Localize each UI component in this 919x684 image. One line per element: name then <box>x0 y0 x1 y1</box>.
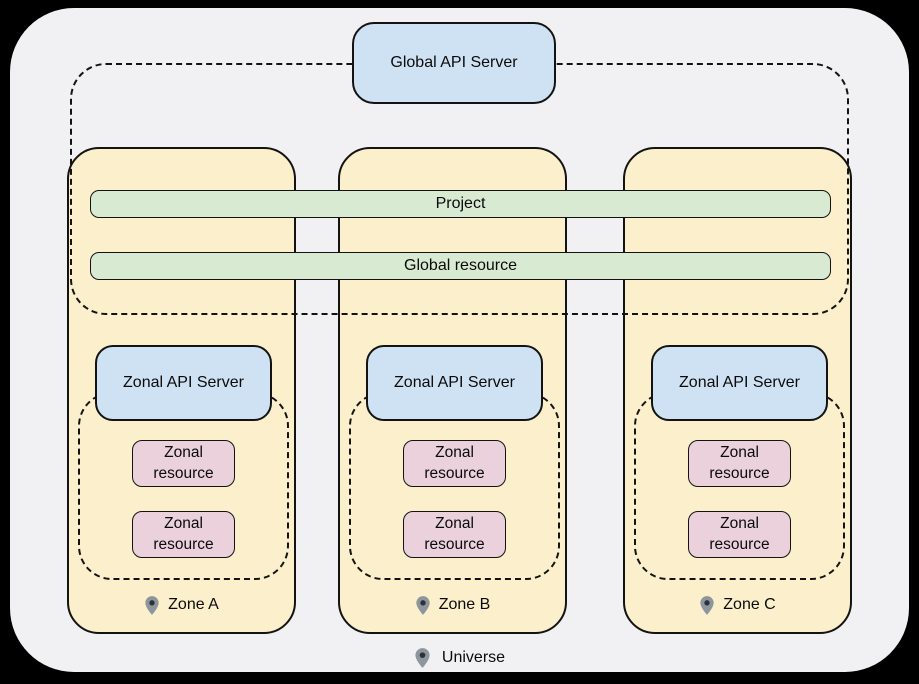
zone-b-zonal-resource-box: Zonal resource <box>403 511 506 558</box>
global-api-server-box: Global API Server <box>352 22 556 104</box>
zone-b-zonal-api-server-box: Zonal API Server <box>366 345 543 421</box>
zone-b-container: Zonal API Server Zonal resource Zonal re… <box>338 147 567 634</box>
zonal-resource-label: Zonal resource <box>709 515 770 553</box>
zonal-resource-label: Zonal resource <box>709 444 770 482</box>
zonal-api-server-label: Zonal API Server <box>394 374 515 391</box>
zone-c-container: Zonal API Server Zonal resource Zonal re… <box>623 147 852 634</box>
universe-label: Universe <box>441 649 506 666</box>
zone-c-zonal-resource-box: Zonal resource <box>688 511 791 558</box>
zonal-resource-label: Zonal resource <box>424 515 485 553</box>
zonal-resource-label: Zonal resource <box>153 515 214 553</box>
project-bar-label: Project <box>435 195 486 212</box>
zone-a-label: Zone A <box>168 596 219 613</box>
zonal-api-server-label: Zonal API Server <box>123 374 244 391</box>
zonal-api-server-label: Zonal API Server <box>679 374 800 391</box>
universe-panel: Global API Server Project Global resourc… <box>10 8 909 672</box>
global-resource-bar-label: Global resource <box>404 257 517 274</box>
location-pin-icon <box>700 595 714 615</box>
zone-c-label-row: Zone C <box>625 590 850 620</box>
zone-a-zonal-resource-box: Zonal resource <box>132 511 235 558</box>
zonal-resource-label: Zonal resource <box>424 444 485 482</box>
zone-a-label-row: Zone A <box>69 590 294 620</box>
universe-label-row: Universe <box>10 642 909 674</box>
location-pin-icon <box>145 595 159 615</box>
project-bar: Project <box>90 190 831 218</box>
zone-a-zonal-resource-box: Zonal resource <box>132 440 235 487</box>
location-pin-icon <box>415 648 430 668</box>
global-api-server-label: Global API Server <box>390 54 518 71</box>
location-pin-icon <box>416 595 430 615</box>
zone-c-label: Zone C <box>723 596 776 613</box>
zone-b-label-row: Zone B <box>340 590 565 620</box>
zone-c-zonal-resource-box: Zonal resource <box>688 440 791 487</box>
zone-b-label: Zone B <box>438 596 491 613</box>
zone-b-zonal-resource-box: Zonal resource <box>403 440 506 487</box>
zone-c-zonal-api-server-box: Zonal API Server <box>651 345 828 421</box>
zonal-resource-label: Zonal resource <box>153 444 214 482</box>
global-resource-bar: Global resource <box>90 252 831 280</box>
zone-a-container: Zonal API Server Zonal resource Zonal re… <box>67 147 296 634</box>
zone-a-zonal-api-server-box: Zonal API Server <box>95 345 272 421</box>
